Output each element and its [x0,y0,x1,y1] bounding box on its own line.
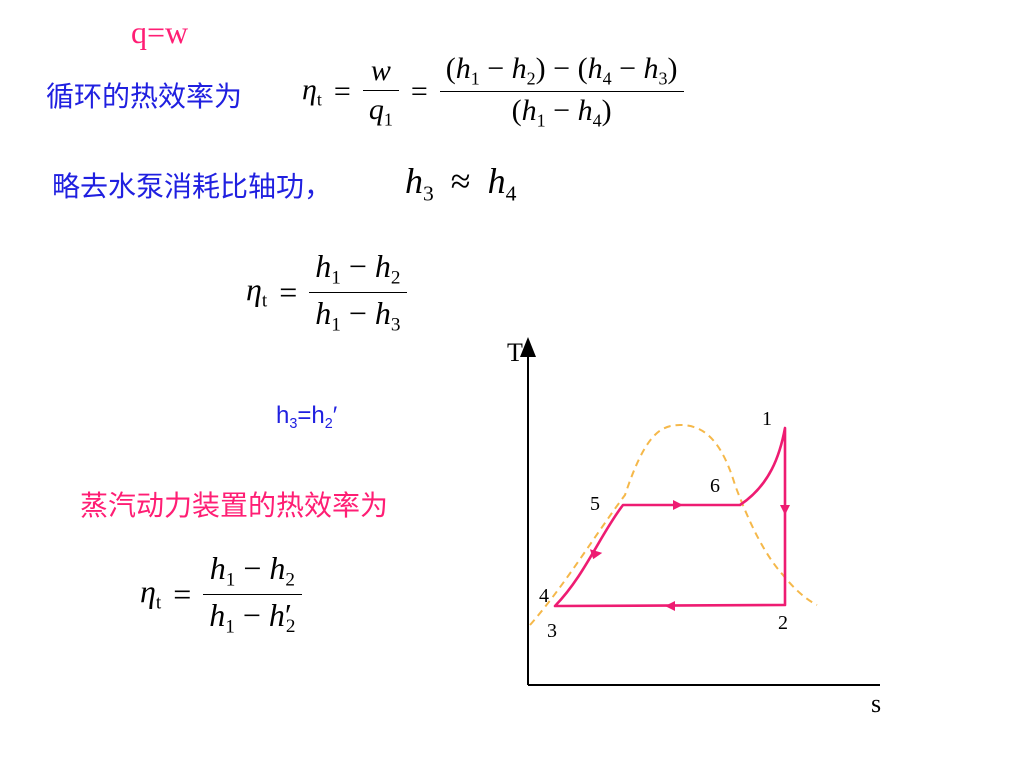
note-h3-equals-h2-prime: h3=h2′ [276,402,338,433]
fraction-h1h2-over-h1h3: h1 − h2 h1 − h3 [309,248,407,336]
eta-symbol: ηt [302,73,322,110]
h3-approx-h4: h3 ≈ h4 [405,161,517,206]
arrow-1-2 [780,505,790,515]
efficiency-label: 循环的热效率为 [46,80,243,113]
eta-symbol: ηt [246,271,268,313]
efficiency-formula-1: ηt = w q1 = (h1 − h2) − (h4 − h3) (h1 − … [302,52,684,132]
saturation-dome [529,423,818,626]
efficiency-formula-2: ηt = h1 − h2 h1 − h3 [246,248,407,336]
pump-work-label: 略去水泵消耗比轴功， [52,170,333,203]
point-label-2: 2 [778,612,788,634]
arrow-4-5 [589,549,603,560]
heading-q-equals-w: q=w [131,14,189,50]
equals-sign-2: = [410,74,428,108]
fraction-h1h2-over-h1h2prime: h1 − h2 h1 − h′2 [203,550,302,638]
arrow-5-6 [673,500,683,510]
rankine-cycle [553,426,787,608]
steam-plant-efficiency-label: 蒸汽动力装置的热效率为 [80,489,389,522]
efficiency-formula-3: ηt = h1 − h2 h1 − h′2 [140,550,302,638]
t-axis-label: T [507,338,523,367]
point-label-5: 5 [590,493,600,515]
point-label-4: 4 [539,585,549,607]
point-label-1: 1 [762,408,772,430]
fraction-w-over-q1: w q1 [362,54,399,130]
point-label-6: 6 [710,475,720,497]
eta-symbol: ηt [140,573,162,615]
equals-sign: = [333,74,351,108]
point-label-3: 3 [547,620,557,642]
fraction-enthalpy: (h1 − h2) − (h4 − h3) (h1 − h4) [439,52,684,132]
s-axis-label: s [871,689,881,718]
ts-diagram: T s 1 2 3 4 5 6 [507,337,881,718]
arrow-2-3 [665,601,675,611]
